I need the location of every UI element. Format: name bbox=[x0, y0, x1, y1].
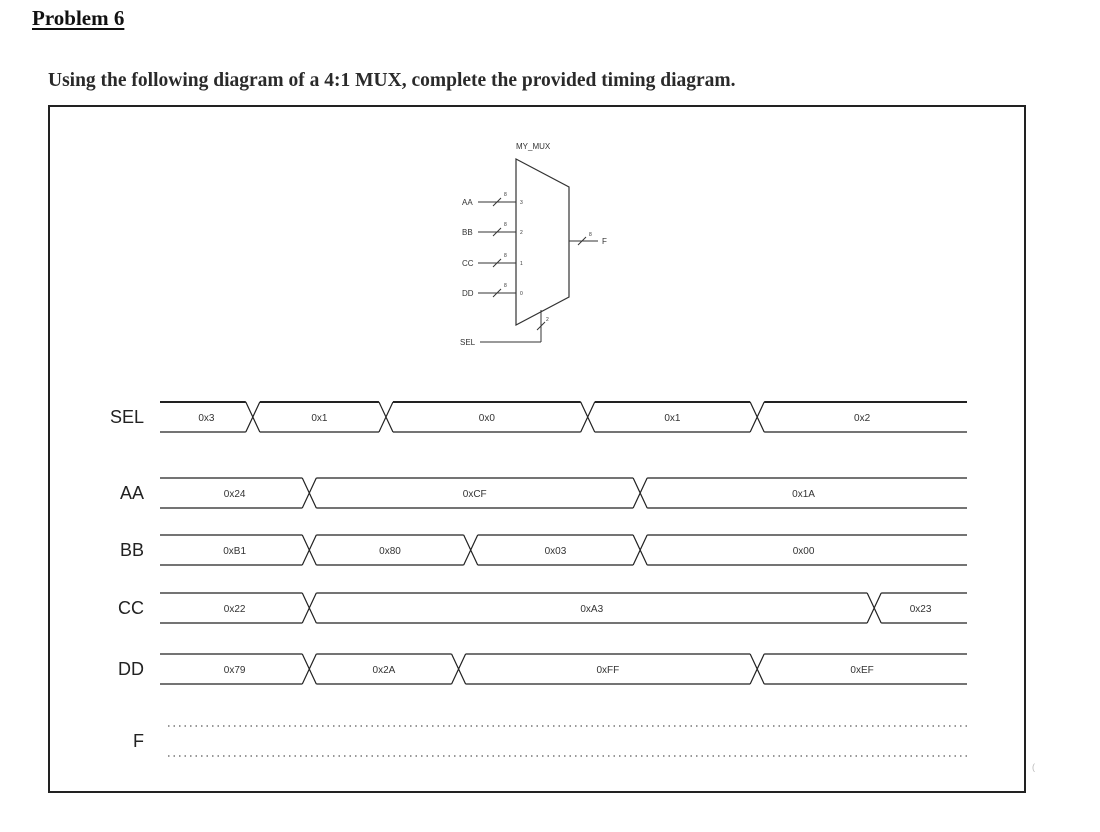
signal-cc-transition bbox=[301, 592, 317, 624]
signal-sel-value: 0x2 bbox=[854, 413, 871, 424]
signal-sel-transition bbox=[580, 401, 596, 433]
signal-bb-transition bbox=[463, 534, 479, 566]
signal-aa-transition bbox=[632, 477, 648, 509]
timing-diagram: MY_MUX AA 8 3 BB 8 2 CC 8 1 DD 8 bbox=[110, 142, 967, 757]
mux-input-bb-label: BB bbox=[462, 228, 473, 237]
mux-input-cc-port: 1 bbox=[520, 261, 523, 267]
mux-trapezoid bbox=[515, 158, 570, 326]
signal-sel-transition bbox=[749, 401, 765, 433]
mux-bus-slash-icon bbox=[492, 258, 502, 268]
mux-output-width: 8 bbox=[589, 232, 592, 238]
signal-sel-value: 0x1 bbox=[311, 413, 328, 424]
mux-bus-slash-icon bbox=[492, 227, 502, 237]
signal-dd-value: 0xFF bbox=[596, 665, 619, 676]
signal-cc-value: 0xA3 bbox=[580, 604, 603, 615]
mux-name: MY_MUX bbox=[516, 142, 551, 151]
signal-bb-transition bbox=[632, 534, 648, 566]
mux-input-cc-label: CC bbox=[462, 259, 474, 268]
signal-label-bb: BB bbox=[120, 540, 144, 560]
mux-bus-slash-icon bbox=[577, 236, 587, 246]
signal-sel-transition bbox=[378, 401, 394, 433]
mux-select-label: SEL bbox=[460, 338, 476, 347]
signal-aa-value: 0x1A bbox=[792, 489, 815, 500]
mux-output-label: F bbox=[602, 237, 607, 246]
mux-input-dd-width: 8 bbox=[504, 283, 507, 289]
mux-input-cc-width: 8 bbox=[504, 253, 507, 259]
signal-label-aa: AA bbox=[120, 483, 144, 503]
signal-sel-value: 0x0 bbox=[479, 413, 496, 424]
signal-sel-value: 0x3 bbox=[198, 413, 215, 424]
mux-input-aa-label: AA bbox=[462, 198, 473, 207]
signal-dd-value: 0x79 bbox=[224, 665, 246, 676]
mux-block: MY_MUX AA 8 3 BB 8 2 CC 8 1 DD 8 bbox=[460, 142, 607, 347]
mux-input-aa-width: 8 bbox=[504, 192, 507, 198]
mux-select-width: 2 bbox=[546, 317, 549, 323]
mux-bus-slash-icon bbox=[492, 288, 502, 298]
signal-aa-value: 0xCF bbox=[463, 489, 487, 500]
signal-dd-transition bbox=[451, 653, 467, 685]
signal-label-f: F bbox=[133, 731, 144, 751]
signal-bb-transition bbox=[301, 534, 317, 566]
signal-bb-value: 0xB1 bbox=[223, 546, 246, 557]
signal-cc-value: 0x22 bbox=[224, 604, 246, 615]
signal-label-sel: SEL bbox=[110, 407, 144, 427]
signal-cc-transition bbox=[866, 592, 882, 624]
mux-input-bb-port: 2 bbox=[520, 230, 523, 236]
signal-dd-transition bbox=[749, 653, 765, 685]
signal-dd-value: 0x2A bbox=[373, 665, 396, 676]
signal-bb-value: 0x03 bbox=[545, 546, 567, 557]
mux-input-dd-port: 0 bbox=[520, 291, 523, 297]
signal-aa-transition bbox=[301, 477, 317, 509]
mux-input-aa-port: 3 bbox=[520, 200, 523, 206]
problem-instructions: Using the following diagram of a 4:1 MUX… bbox=[48, 70, 736, 91]
signal-dd-transition bbox=[301, 653, 317, 685]
signal-dd-value: 0xEF bbox=[850, 665, 873, 676]
signal-label-dd: DD bbox=[118, 659, 144, 679]
mux-input-dd-label: DD bbox=[462, 289, 474, 298]
signal-bb-value: 0x80 bbox=[379, 546, 401, 557]
signal-sel-transition bbox=[245, 401, 261, 433]
signal-sel-value: 0x1 bbox=[664, 413, 681, 424]
problem-title: Problem 6 bbox=[32, 6, 125, 30]
signal-aa-value: 0x24 bbox=[224, 489, 246, 500]
margin-mark: ( bbox=[1032, 762, 1035, 772]
signal-bb-value: 0x00 bbox=[793, 546, 815, 557]
signal-label-cc: CC bbox=[118, 598, 144, 618]
signal-cc-value: 0x23 bbox=[910, 604, 932, 615]
mux-bus-slash-icon bbox=[492, 197, 502, 207]
diagram-frame: MY_MUX AA 8 3 BB 8 2 CC 8 1 DD 8 bbox=[48, 105, 1026, 793]
mux-input-bb-width: 8 bbox=[504, 222, 507, 228]
mux-bus-slash-icon bbox=[536, 321, 546, 331]
